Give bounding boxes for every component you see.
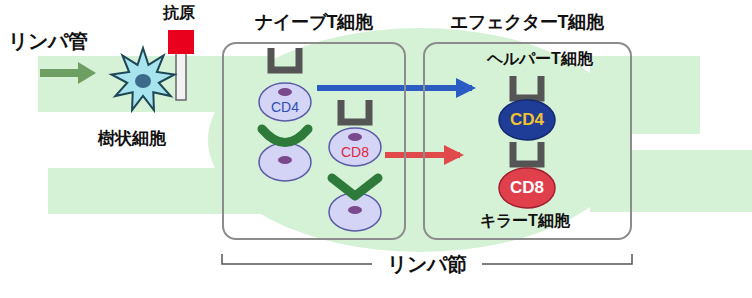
cell-nucleus [348,133,362,141]
cell-nucleus [348,206,362,214]
cell-nucleus [278,88,292,96]
effector-group-box: エフェクターT細胞ヘルパーT細胞 CD4CD8 キラーT細胞 [423,6,632,240]
part-label: 抗原 [163,4,195,22]
dendritic-cell-body [111,48,174,110]
lymph-region [38,28,752,252]
cell-marker-text: CD4 [271,99,299,115]
other-naive-cell [329,178,381,231]
dendritic-cell: 樹状細胞 [85,45,195,153]
cell-marker-text: CD8 [510,178,544,198]
cell-body [329,128,381,166]
bracket-right [482,254,632,264]
lymph-vessel-band [590,56,700,134]
killer-t-cell: CD8 キラーT細胞 [466,138,590,234]
t-cell-receptor [513,142,541,164]
helper-t-cell: ヘルパーT細胞 CD4 [478,50,606,142]
naive-cd8-cell: CD8 [329,98,381,168]
naive-cd4-cell: CD4 [257,46,313,122]
node-heading: ナイーブT細胞 [255,12,374,33]
part-label: リンパ管 [8,30,88,53]
node-heading: キラーT細胞 [480,212,570,230]
t-cell-receptor [271,48,299,70]
t-cell-receptor [513,76,541,98]
activation-arrow [317,85,472,91]
bracket-label: リンパ節 [387,253,467,276]
flow-arrow-head [78,62,96,84]
flow-arrow [40,62,96,84]
cell-nucleus [135,74,151,88]
cell-body [259,83,311,121]
naive-group-box: ナイーブT細胞 CD4CD8 [222,6,406,240]
antigen-square [168,30,194,54]
t-cell-receptor [341,100,369,122]
cell-body [499,168,555,208]
node-heading: 樹状細胞 [98,129,166,149]
cell-body [259,143,311,181]
group-border [423,42,632,240]
cell-marker-text: CD8 [341,144,369,160]
node-heading: ヘルパーT細胞 [487,50,593,68]
bracket-left [222,254,372,264]
cell-body [499,100,555,140]
lymph-vessel-band [590,150,752,212]
crescent-receptor [262,129,308,143]
cell-nucleus [278,156,292,164]
cell-marker-text: CD4 [510,110,544,130]
antigen-symbol [168,30,194,100]
flow-arrow-shaft [40,69,80,77]
v-receptor [332,178,378,196]
lymph-node-body [208,28,632,252]
node-heading: エフェクターT細胞 [450,12,605,33]
other-naive-cell [259,129,311,181]
antigen-stalk [176,52,186,100]
